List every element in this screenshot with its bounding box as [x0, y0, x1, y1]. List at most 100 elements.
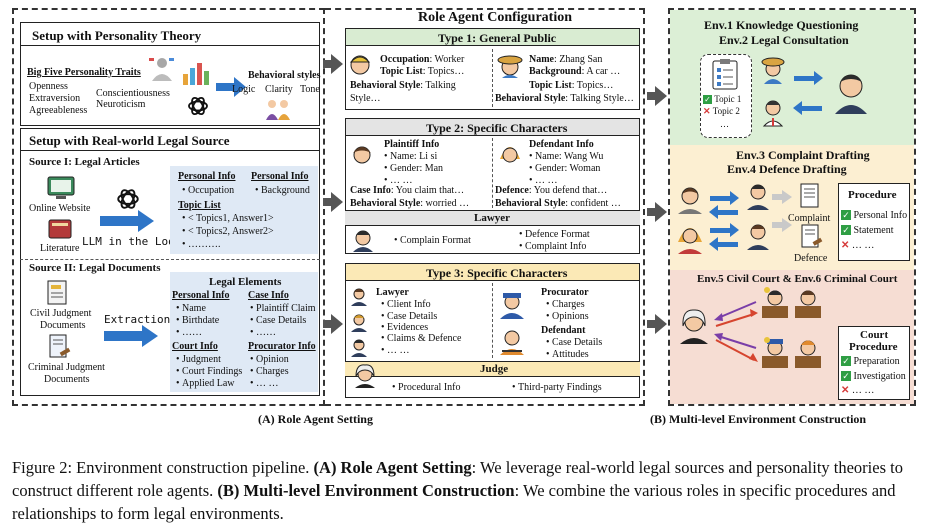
type2-header	[345, 118, 640, 136]
traits-title: Big Five Personality Traits	[27, 67, 141, 78]
type2-divider	[492, 138, 493, 208]
source1-online-website: Online Website	[29, 203, 91, 214]
type1-title: Type 1: General Public	[438, 31, 557, 45]
type2-style-right: Behavioral Style: confident …	[495, 199, 621, 209]
panel-b-frame	[668, 8, 916, 406]
defendant-avatar-icon	[500, 147, 520, 163]
farmer-icon	[761, 57, 785, 84]
element-opinion-text: Opinion	[256, 354, 289, 365]
source1-title: Source I: Legal Articles	[29, 156, 140, 168]
env34-procedure-more: ✕ … …	[841, 241, 874, 251]
type1-topic-right-label: Topic List	[529, 80, 572, 91]
type1-style-right-label: Behavioral Style	[495, 93, 566, 104]
trait-openness: Openness	[29, 81, 68, 92]
env56-procedure-title-2: Procedure	[849, 341, 898, 353]
type1-style-right: Behavioral Style: Talking Style…	[495, 94, 634, 104]
criminal-doc-label-1: Criminal Judgment	[28, 362, 105, 373]
type1-topic-right-value: : Topics…	[571, 80, 614, 91]
element-personal-more-text: ……	[182, 327, 203, 338]
caption-prefix: Figure 2: Environment construction pipel…	[12, 458, 314, 477]
plaintiff-name: • Name: Li si	[384, 151, 438, 162]
website-icon	[47, 176, 75, 199]
type2-case-info-value: : You claim that…	[390, 185, 465, 196]
type3-judge-third-party: • Third-party Findings	[512, 382, 602, 393]
defence-doc-icon	[801, 224, 823, 248]
type1-background-label: Background	[529, 66, 582, 77]
element-applied-law-text: Applied Law	[182, 378, 235, 389]
judgment-doc-icon	[47, 280, 67, 305]
env12-topic-1-text: Topic 1	[714, 94, 742, 104]
style-logic: Logic	[232, 84, 256, 95]
type2-defence-value: : You defend that…	[528, 185, 608, 196]
env56-title: Env.5 Civil Court & Env.6 Criminal Court	[697, 273, 898, 285]
type2-style-left-label: Behavioral Style	[350, 198, 421, 209]
type3-lawyer-title: Lawyer	[376, 287, 409, 298]
defendant-icon	[678, 228, 702, 254]
legal-source-section	[20, 128, 320, 396]
type3-header	[345, 263, 640, 281]
clipboard-icon	[712, 59, 738, 90]
cross-icon-3: ✕	[841, 385, 850, 396]
source1-personal-info-2: Personal Info	[251, 171, 309, 182]
panel-a-frame	[12, 8, 325, 406]
worker-avatar-icon	[349, 55, 371, 75]
defendant-more: • … …	[529, 175, 558, 186]
cross-icon: ✕	[703, 106, 711, 116]
element-plaintiff-claim-text: Plaintiff Claim	[256, 303, 316, 314]
plaintiff-gender: • Gender: Man	[384, 163, 444, 174]
type2-defence-label: Defence	[495, 185, 529, 196]
type2-style-right-value: : confident …	[565, 198, 621, 209]
type1-topic-left-label: Topic List	[380, 66, 423, 77]
topic-item-1: • < Topics1, Answer1>	[182, 213, 274, 224]
personality-title-rule	[20, 45, 320, 46]
complain-format-text: Complain Format	[400, 235, 471, 246]
criminal-doc-label-2: Documents	[44, 374, 90, 385]
plaintiff-more: • … …	[384, 175, 413, 186]
exchange-arrows-icon	[793, 71, 823, 115]
plaintiff-gender-text: Gender: Man	[390, 163, 444, 174]
type2-lawyer-defence-format: • Defence Format	[519, 229, 590, 240]
type3-lawyer-case-details: • Case Details	[381, 311, 438, 322]
type3-lawyer-icon-1	[351, 288, 367, 306]
env34-procedure-personal: ✓ Personal Info	[841, 210, 907, 221]
openai-logo-icon-2	[117, 189, 139, 209]
plaintiff-avatar-icon	[353, 146, 371, 164]
element-birthdate: • Birthdate	[176, 315, 220, 326]
element-case-more: • ……	[250, 327, 277, 338]
type1-background: Background: A car …	[529, 67, 620, 77]
env34-title-1: Env.3 Complaint Drafting	[736, 148, 870, 162]
defendant-gender: • Gender: Woman	[529, 163, 601, 174]
env12-topic-1: ✓ Topic 1	[703, 95, 741, 104]
env34-defence-label: Defence	[794, 253, 828, 264]
topic-item-2-text: < Topics2, Answer2>	[188, 226, 274, 237]
type1-name-value: : Zhang San	[554, 54, 603, 65]
type2-style-left: Behavioral Style: worried …	[350, 199, 469, 209]
source1-personal-info-1: Personal Info	[178, 171, 236, 182]
lawyer-avatar-icon	[353, 230, 373, 252]
element-name-text: Name	[182, 303, 206, 314]
gray-arrows-icon	[772, 190, 792, 232]
procedural-info-text: Procedural Info	[398, 382, 461, 393]
claims-defence-text: Claims & Defence	[387, 333, 462, 344]
topic-item-3: • ……….	[182, 239, 221, 250]
element-judgment: • Judgment	[176, 354, 221, 365]
arrow-right-icon-2	[100, 210, 154, 232]
env12-title-1: Env.1 Knowledge Questioning	[704, 18, 859, 32]
defendant-gender-text: Gender: Woman	[535, 163, 601, 174]
civil-doc-label-2: Documents	[40, 320, 86, 331]
topic-item-1-text: < Topics1, Answer1>	[188, 213, 274, 224]
type3-case-details-text: Case Details	[387, 311, 438, 322]
source1-literature: Literature	[40, 243, 80, 254]
type3-divider	[492, 283, 493, 358]
plaintiff-more-text: … …	[390, 175, 413, 186]
legal-source-rule	[20, 150, 320, 151]
complaint-info-text: Complaint Info	[525, 241, 587, 252]
plaintiff-icon	[678, 187, 702, 214]
complaint-doc-icon	[800, 183, 819, 208]
env34-title-2: Env.4 Defence Drafting	[727, 162, 847, 176]
element-judgment-text: Judgment	[182, 354, 221, 365]
element-procurator-more-text: … …	[256, 378, 279, 389]
element-case-details-text: Case Details	[256, 315, 307, 326]
openai-logo-icon	[188, 96, 208, 116]
type1-occupation: Occupation: Worker	[380, 55, 464, 65]
